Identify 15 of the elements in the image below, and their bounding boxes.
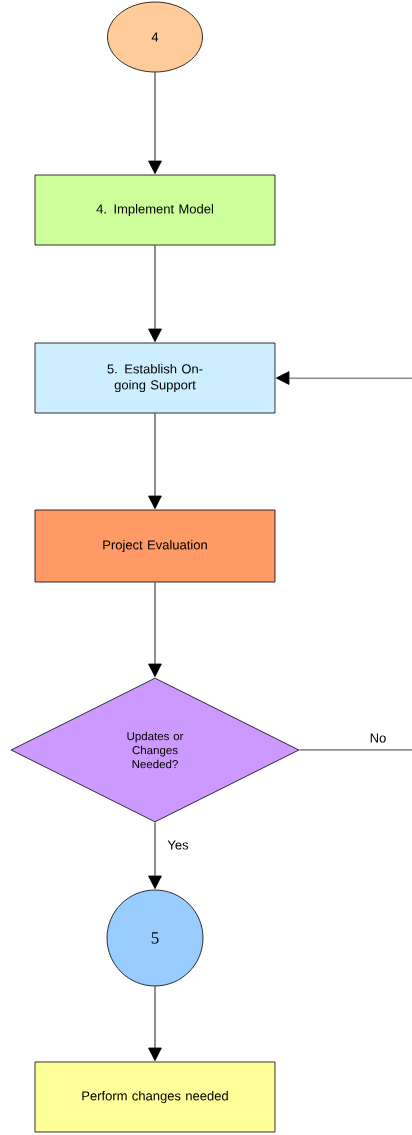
arrow [275, 371, 412, 751]
arrow [148, 985, 162, 1062]
edge-label: No [370, 733, 386, 743]
arrow [148, 821, 162, 890]
arrow [148, 412, 162, 510]
page-connector: 5 [106, 889, 204, 987]
process-box: Project Evaluation [34, 509, 276, 583]
process-box: 4. Implement Model [34, 174, 276, 246]
arrow [148, 581, 162, 678]
process-box: 5. Establish On-going Support [34, 342, 276, 414]
process-box: Perform changes needed [34, 1061, 276, 1133]
arrow [148, 71, 162, 175]
arrow [148, 244, 162, 343]
edge-label: Yes [167, 840, 189, 850]
start-connector: 4 [107, 1, 203, 73]
